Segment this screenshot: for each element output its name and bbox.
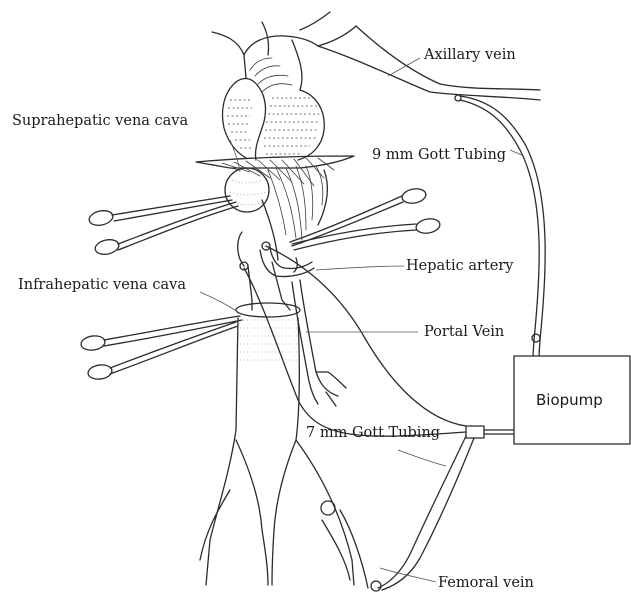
pump-inlet-tubing: [484, 430, 514, 434]
y-connector: [466, 426, 484, 438]
suprahepatic-clamp-icon: [88, 196, 238, 256]
axillary-vein-label: Axillary vein: [424, 48, 516, 63]
portal-tubing: [244, 246, 466, 436]
axillary-vein: [318, 26, 540, 100]
gott-tubing-7mm-label: 7 mm Gott Tubing: [306, 426, 440, 441]
liver-pedicle: [262, 166, 327, 260]
portal-vein-label: Portal Vein: [424, 325, 504, 340]
suprahepatic-cuff: [225, 168, 269, 212]
biopump-label: Biopump: [536, 393, 603, 408]
portal-vein: [292, 280, 346, 406]
hepatic-artery: [238, 232, 314, 277]
diaphragm: [196, 156, 354, 186]
leader-lines: [200, 58, 524, 582]
hepatic-artery-label: Hepatic artery: [406, 259, 513, 274]
femoral-tubing: [378, 436, 474, 590]
suprahepatic-vena-cava-label: Suprahepatic vena cava: [12, 114, 188, 129]
gott-tubing-9mm-label: 9 mm Gott Tubing: [372, 148, 506, 163]
infrahepatic-clamp-icon: [80, 316, 242, 381]
infrahepatic-vena-cava-label: Infrahepatic vena cava: [18, 278, 186, 293]
return-tubing: [455, 95, 545, 356]
femoral-vein-label: Femoral vein: [438, 576, 534, 591]
heart: [223, 79, 325, 160]
